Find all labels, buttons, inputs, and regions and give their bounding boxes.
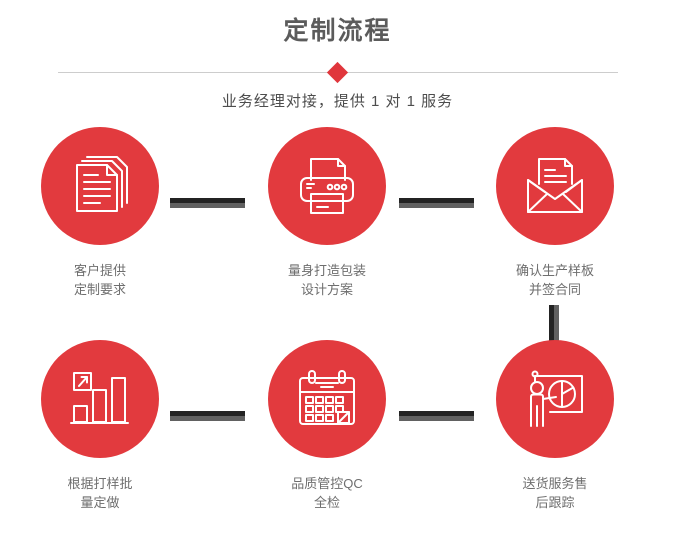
open-envelope-letter-icon: [522, 153, 588, 219]
flow-step-2[interactable]: 量身打造包装 设计方案: [237, 127, 417, 299]
bar-chart-growth-icon: [67, 366, 133, 432]
connector-bar-light: [399, 416, 474, 421]
flow-step-6-circle[interactable]: [496, 340, 614, 458]
page-header: 定制流程 业务经理对接，提供 1 对 1 服务: [0, 0, 675, 113]
connector-bar-dark: [170, 411, 245, 416]
flow-step-3[interactable]: 确认生产样板 并签合同: [465, 127, 645, 299]
connector-step4-step5: [170, 411, 245, 421]
printer-icon: [294, 153, 360, 219]
connector-bar-dark: [399, 198, 474, 203]
connector-step3-step6: [549, 305, 559, 343]
flow-step-6-label: 送货服务售 后跟踪: [522, 476, 588, 510]
flow-step-5-label: 品质管控QC 全检: [291, 476, 363, 510]
connector-bar-dark: [549, 305, 554, 343]
connector-bar-light: [170, 203, 245, 208]
connector-bar-light: [554, 305, 559, 343]
documents-stack-icon: [67, 153, 133, 219]
flow-step-1-circle[interactable]: [41, 127, 159, 245]
connector-bar-dark: [170, 198, 245, 203]
page-title: 定制流程: [283, 17, 392, 45]
connector-bar-light: [170, 416, 245, 421]
flow-step-1[interactable]: 客户提供 定制要求: [10, 127, 190, 299]
flow-step-3-circle[interactable]: [496, 127, 614, 245]
process-flow-diagram: 客户提供 定制要求 量身打造包装 设计方案: [0, 113, 675, 533]
title-divider: [57, 61, 618, 83]
connector-step5-step6: [399, 411, 474, 421]
flow-step-3-label: 确认生产样板 并签合同: [515, 263, 594, 297]
connector-step1-step2: [170, 198, 245, 208]
presenter-pie-chart-icon: [522, 366, 588, 432]
flow-step-5-circle[interactable]: [268, 340, 386, 458]
diamond-icon: [326, 61, 349, 83]
connector-step2-step3: [399, 198, 474, 208]
connector-bar-dark: [399, 411, 474, 416]
flow-step-1-label: 客户提供 定制要求: [73, 263, 126, 297]
calendar-check-icon: [294, 366, 360, 432]
flow-step-5[interactable]: 品质管控QC 全检: [237, 340, 417, 512]
connector-bar-light: [399, 203, 474, 208]
flow-step-6[interactable]: 送货服务售 后跟踪: [465, 340, 645, 512]
flow-step-4[interactable]: 根据打样批 量定做: [10, 340, 190, 512]
page-subtitle: 业务经理对接，提供 1 对 1 服务: [221, 93, 454, 110]
flow-step-2-circle[interactable]: [268, 127, 386, 245]
flow-step-2-label: 量身打造包装 设计方案: [287, 263, 366, 297]
flow-step-4-label: 根据打样批 量定做: [67, 476, 133, 510]
flow-step-4-circle[interactable]: [41, 340, 159, 458]
